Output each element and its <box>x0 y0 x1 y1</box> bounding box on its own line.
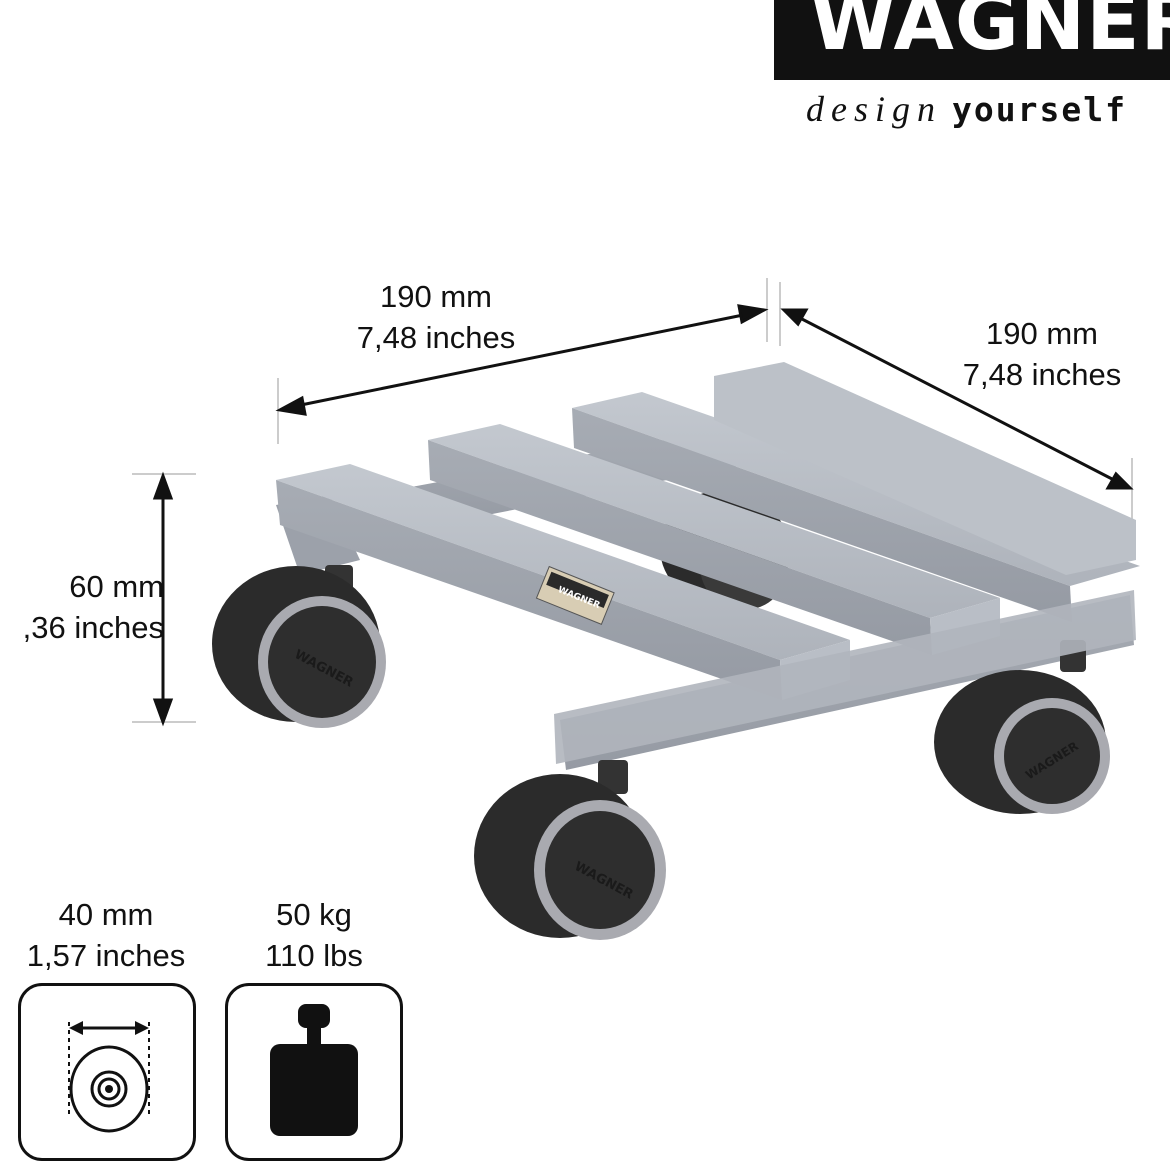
wheel-spec-label: 40 mm 1,57 inches <box>6 894 206 976</box>
brand-logo: WAGNER <box>774 0 1170 80</box>
wheel-metric: 40 mm <box>58 897 154 932</box>
product-label <box>535 565 615 625</box>
weight-icon <box>270 1004 358 1136</box>
tagline-design: design <box>806 89 942 129</box>
front-rail <box>554 590 1136 764</box>
logo-text: WAGNER <box>810 0 1170 68</box>
dimension-lines <box>132 278 1134 727</box>
wheel-spec-box <box>18 983 196 1161</box>
height-metric: 60 mm <box>69 569 164 604</box>
wheel-diameter-icon <box>68 1021 150 1133</box>
height-dimension-label: 60 mm ,36 inches <box>0 566 164 648</box>
tagline-yourself: yourself <box>952 90 1127 129</box>
width-imperial: 7,48 inches <box>356 320 516 355</box>
width-dimension-label: 190 mm 7,48 inches <box>336 276 536 358</box>
brand-tagline: design yourself <box>806 88 1127 130</box>
caster-wheel-left <box>212 566 386 728</box>
load-spec-label: 50 kg 110 lbs <box>214 894 414 976</box>
trolley-slats <box>276 362 1140 700</box>
width-metric: 190 mm <box>380 279 492 314</box>
height-imperial: ,36 inches <box>22 610 164 645</box>
depth-dimension-label: 190 mm 7,48 inches <box>940 313 1144 395</box>
wheel-imperial: 1,57 inches <box>26 938 186 973</box>
depth-metric: 190 mm <box>986 316 1098 351</box>
caster-wheel-right <box>934 670 1110 814</box>
load-imperial: 110 lbs <box>265 938 363 973</box>
load-metric: 50 kg <box>276 897 352 932</box>
depth-imperial: 7,48 inches <box>962 357 1122 392</box>
caster-wheel-front <box>474 774 666 940</box>
weight-spec-box <box>225 983 403 1161</box>
